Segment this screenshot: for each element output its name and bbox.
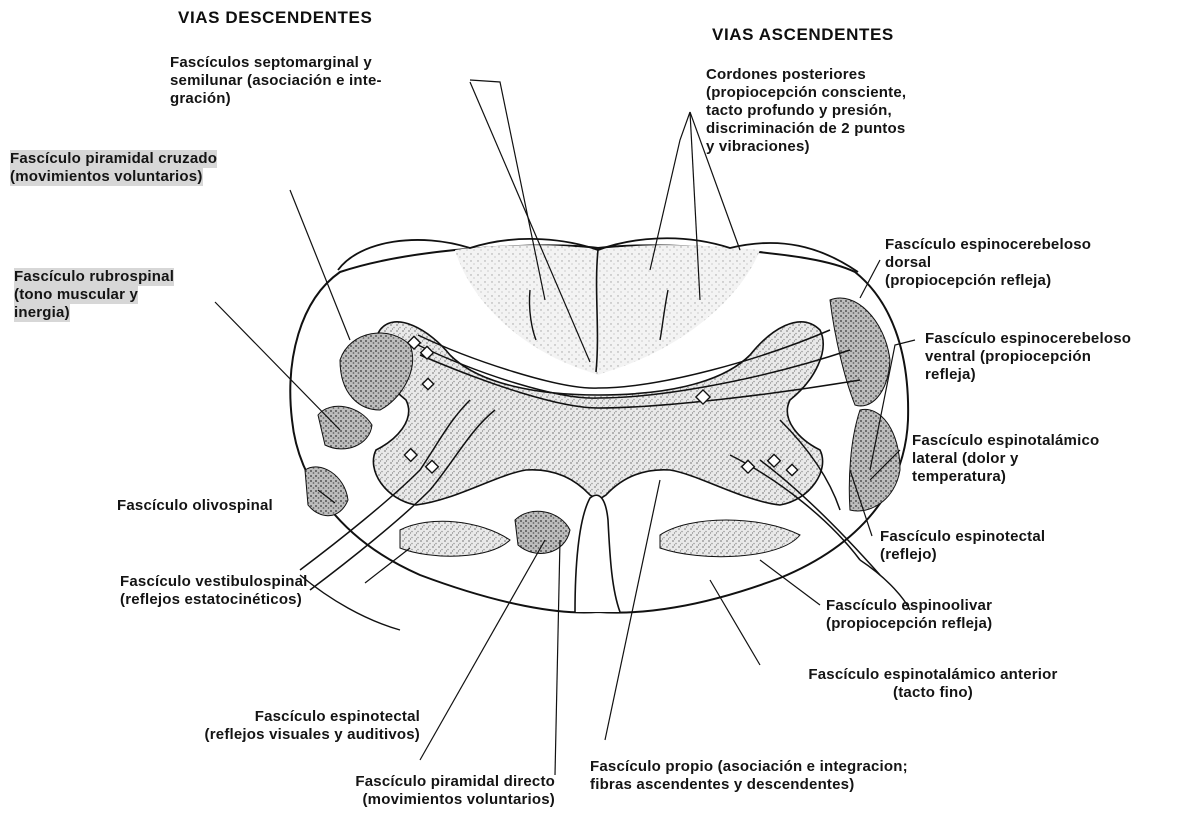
label-crossed-pyramidal: Fascículo piramidal cruzado (movimientos…: [10, 150, 217, 186]
label-lateral-spinothalamic: Fascículo espinotalámico lateral (dolor …: [912, 432, 1099, 486]
label-line: Fascículo vestibulospinal: [120, 573, 308, 591]
label-vestibulospinal: Fascículo vestibulospinal (reflejos esta…: [120, 573, 308, 609]
label-spinotectal-right: Fascículo espinotectal (reflejo): [880, 528, 1045, 564]
label-ventral-spinocerebellar: Fascículo espinocerebeloso ventral (prop…: [925, 330, 1131, 384]
label-line: tacto profundo y presión,: [706, 102, 906, 120]
label-rubrospinal: Fascículo rubrospinal (tono muscular y i…: [14, 268, 174, 322]
label-line: temperatura): [912, 468, 1099, 486]
label-line: (reflejos visuales y auditivos): [130, 726, 420, 744]
label-line: Fascículo rubrospinal: [14, 268, 174, 286]
label-line: (reflejo): [880, 546, 1045, 564]
label-line: (tacto fino): [768, 684, 1098, 702]
ascending-pathways-heading: VIAS ASCENDENTES: [712, 25, 894, 45]
label-line: (reflejos estatocinéticos): [120, 591, 308, 609]
descending-pathways-heading: VIAS DESCENDENTES: [178, 8, 372, 28]
label-line: Fascículo propio (asociación e integraci…: [590, 758, 908, 776]
label-line: lateral (dolor y: [912, 450, 1099, 468]
label-spinotectal-left: Fascículo espinotectal (reflejos visuale…: [130, 708, 420, 744]
label-line: (tono muscular y: [14, 286, 138, 304]
label-proper-fasciculus: Fascículo propio (asociación e integraci…: [590, 758, 908, 794]
label-posterior-cords: Cordones posteriores (propiocepción cons…: [706, 66, 906, 156]
label-line: discriminación de 2 puntos: [706, 120, 906, 138]
label-line: Fascículo espinotectal: [130, 708, 420, 726]
label-line: dorsal: [885, 254, 1091, 272]
label-line: refleja): [925, 366, 1131, 384]
label-line: ventral (propiocepción: [925, 348, 1131, 366]
posterior-median-septum: [596, 250, 598, 372]
label-line: Fascículo piramidal cruzado: [10, 150, 217, 168]
label-olivospinal: Fascículo olivospinal: [117, 497, 273, 515]
label-line: Fascículos septomarginal y: [170, 54, 382, 72]
label-line: Fascículo espinotalámico: [912, 432, 1099, 450]
label-line: (movimientos voluntarios): [10, 168, 203, 186]
label-septomarginal: Fascículos septomarginal y semilunar (as…: [170, 54, 382, 108]
label-direct-pyramidal: Fascículo piramidal directo (movimientos…: [250, 773, 555, 809]
label-dorsal-spinocerebellar: Fascículo espinocerebeloso dorsal (propi…: [885, 236, 1091, 290]
label-line: gración): [170, 90, 382, 108]
lateral-rootlet-left: [300, 575, 400, 630]
label-spinoolivary: Fascículo espinoolivar (propiocepción re…: [826, 597, 992, 633]
label-line: Fascículo olivospinal: [117, 497, 273, 515]
label-line: (movimientos voluntarios): [250, 791, 555, 809]
label-line: Cordones posteriores: [706, 66, 906, 84]
label-line: Fascículo espinotalámico anterior: [768, 666, 1098, 684]
label-line: y vibraciones): [706, 138, 906, 156]
label-line: inergia): [14, 304, 70, 322]
label-line: Fascículo espinocerebeloso: [885, 236, 1091, 254]
label-line: semilunar (asociación e inte-: [170, 72, 382, 90]
label-line: Fascículo espinotectal: [880, 528, 1045, 546]
label-line: Fascículo espinoolivar: [826, 597, 992, 615]
label-line: (propiocepción consciente,: [706, 84, 906, 102]
label-line: Fascículo espinocerebeloso: [925, 330, 1131, 348]
label-line: (propiocepción refleja): [885, 272, 1091, 290]
label-line: (propiocepción refleja): [826, 615, 992, 633]
label-anterior-spinothalamic: Fascículo espinotalámico anterior (tacto…: [768, 666, 1098, 702]
label-line: Fascículo piramidal directo: [250, 773, 555, 791]
label-line: fibras ascendentes y descendentes): [590, 776, 908, 794]
